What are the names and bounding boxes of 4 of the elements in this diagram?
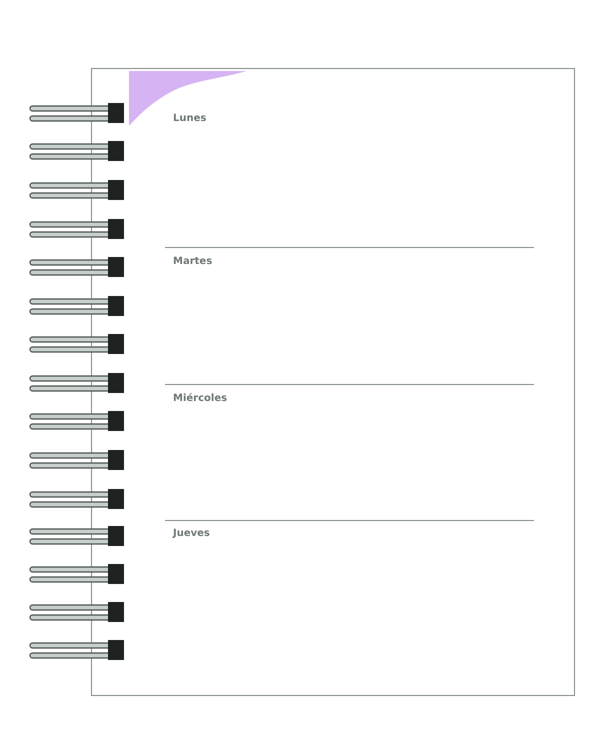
day-heading: Miércoles <box>173 393 228 404</box>
day-heading: Lunes <box>173 113 206 124</box>
day-heading: Jueves <box>173 528 210 539</box>
day-heading: Martes <box>173 256 212 267</box>
